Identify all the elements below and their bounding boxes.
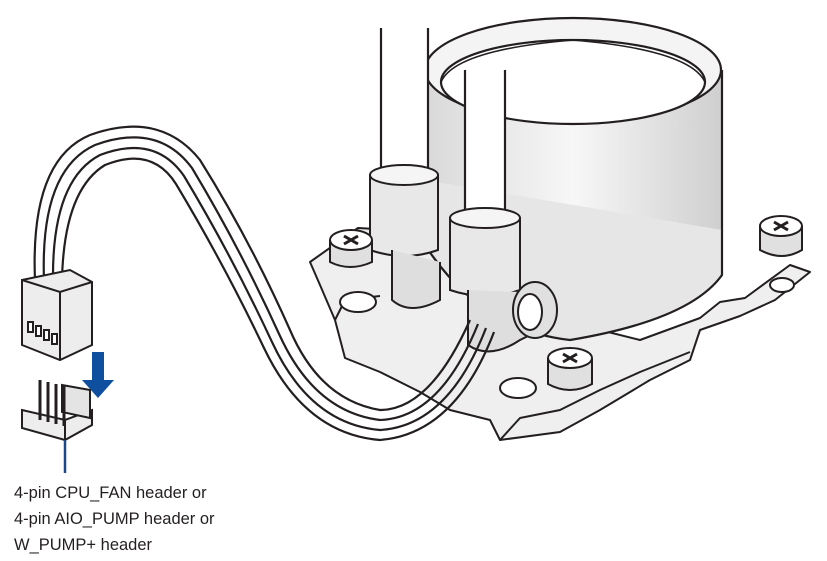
fan-connector [21,268,93,362]
screw-cross-icon [329,229,373,268]
screw-cross-icon [759,215,803,257]
caption-line-2: 4-pin AIO_PUMP header or [14,510,215,528]
header-caption: 4-pin CPU_FAN header or 4-pin AIO_PUMP h… [14,480,215,558]
caption-line-3: W_PUMP+ header [14,536,153,554]
tube-fittings [369,164,558,353]
bracket-holes [339,277,795,399]
fan-header [21,380,93,442]
thumb-screws [329,215,803,391]
caption-line-1: 4-pin CPU_FAN header or [14,484,207,502]
screw-cross-icon [547,347,593,391]
fan-cable [33,125,496,442]
down-arrow-icon [82,352,114,398]
